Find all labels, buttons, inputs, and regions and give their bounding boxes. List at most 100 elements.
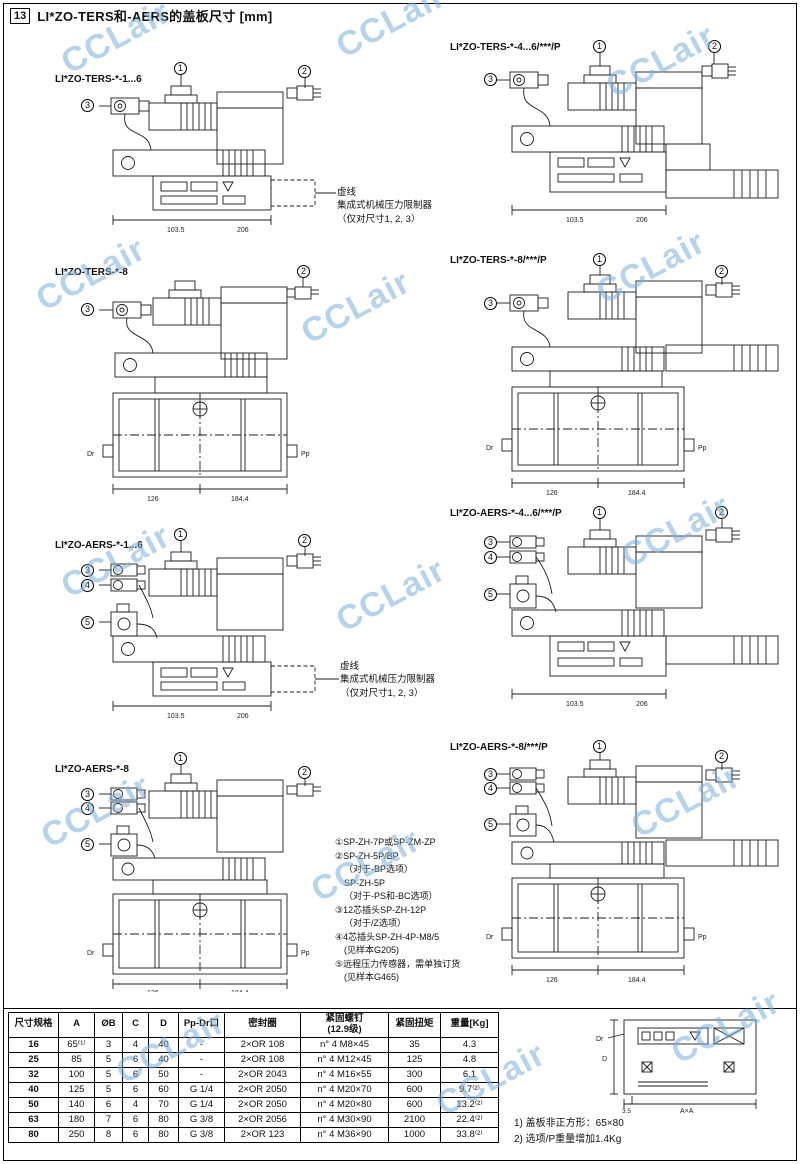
table-cell: 33.8⁽²⁾ bbox=[440, 1126, 499, 1143]
dim-label: 184.4 bbox=[628, 490, 646, 497]
valve-drawing: Dr Pp 126 184.4 bbox=[87, 765, 321, 992]
valve-drawing: 103.5 206 bbox=[99, 75, 336, 234]
column-header: 密封圈 bbox=[224, 1012, 301, 1038]
port-label: Pp bbox=[698, 934, 707, 941]
callout: 5 bbox=[484, 588, 497, 601]
dim-label: 103.5 bbox=[566, 701, 584, 708]
valve-drawing: 103.5 206 bbox=[99, 541, 339, 720]
callout: 3 bbox=[484, 536, 497, 549]
table-cell: 50 bbox=[8, 1096, 59, 1113]
table-cell: - bbox=[178, 1051, 225, 1068]
table-header-row: 尺寸规格 A ØB C D Pp-Dr口 密封圈 紧固螺钉 (12.9级) 紧固… bbox=[8, 1012, 499, 1038]
table-cell: G 1/4 bbox=[178, 1081, 225, 1098]
table-cell: 6 bbox=[122, 1111, 149, 1128]
table-cell: 13.2⁽²⁾ bbox=[440, 1096, 499, 1113]
port-label: Dr bbox=[87, 451, 95, 458]
table-cell: n° 4 M8×45 bbox=[300, 1036, 389, 1053]
table-cell: 80 bbox=[148, 1126, 179, 1143]
callout: 2 bbox=[715, 750, 728, 763]
legend-line: (见样本G465) bbox=[344, 972, 400, 982]
section-divider bbox=[3, 1008, 797, 1009]
table-cell: 5 bbox=[94, 1081, 123, 1098]
legend-line: （对于-BP选项） bbox=[344, 864, 414, 874]
table-cell: 2×OR 108 bbox=[224, 1051, 301, 1068]
port-label: Dr bbox=[486, 934, 494, 941]
diagram-aers-4-6-p: LI*ZO-AERS-*-4...6/***/P bbox=[450, 506, 795, 738]
dashed-line-note: 虚线 集成式机械压力限制器 （仅对尺寸1, 2, 3） bbox=[340, 660, 435, 700]
table-cell: - bbox=[178, 1036, 225, 1053]
dimensions-table: 尺寸规格 A ØB C D Pp-Dr口 密封圈 紧固螺钉 (12.9级) 紧固… bbox=[8, 1012, 499, 1143]
table-cell: 40 bbox=[148, 1051, 179, 1068]
dim-label: 206 bbox=[237, 227, 249, 234]
callout: 5 bbox=[484, 818, 497, 831]
legend-line: ⑤远程压力传感器，需单独订货 bbox=[335, 958, 461, 969]
watermark: CCLair bbox=[330, 0, 452, 66]
diagram-label: LI*ZO-TERS-*-8 bbox=[55, 267, 128, 278]
callout: 5 bbox=[81, 616, 94, 629]
valve-drawing: Dr Pp 126 184.4 bbox=[486, 753, 779, 984]
table-cell: 16 bbox=[8, 1036, 59, 1053]
table-cell: G 3/8 bbox=[178, 1126, 225, 1143]
column-header: 紧固扭矩 bbox=[388, 1012, 441, 1038]
legend-line: （对于-PS和-BC选项） bbox=[344, 891, 438, 901]
port-label: Pp bbox=[301, 451, 310, 458]
table-cell: - bbox=[178, 1066, 225, 1083]
dimensions-table-wrap: 尺寸规格 A ØB C D Pp-Dr口 密封圈 紧固螺钉 (12.9级) 紧固… bbox=[8, 1012, 499, 1143]
table-cell: n° 4 M12×45 bbox=[300, 1051, 389, 1068]
table-cell: n° 4 M16×55 bbox=[300, 1066, 389, 1083]
dim-label: 126 bbox=[546, 977, 558, 984]
note-line: （仅对尺寸1, 2, 3） bbox=[337, 213, 421, 225]
table-cell: 4.8 bbox=[440, 1051, 499, 1068]
legend-line: ②SP-ZH-5P/BP bbox=[335, 850, 399, 861]
callout: 3 bbox=[81, 564, 94, 577]
diagram-label: LI*ZO-AERS-*-4...6/***/P bbox=[450, 508, 562, 519]
diagram-ters-8-p: LI*ZO-TERS-*-8/***/P bbox=[450, 253, 795, 505]
column-header: ØB bbox=[94, 1012, 123, 1038]
table-cell: 6 bbox=[122, 1126, 149, 1143]
valve-drawing: 103.5 206 bbox=[497, 519, 779, 708]
callout: 5 bbox=[81, 838, 94, 851]
footnote-1: 1) 盖板非正方形：65×80 bbox=[514, 1118, 624, 1129]
table-cell: 180 bbox=[58, 1111, 95, 1128]
dim-label: D bbox=[602, 1056, 607, 1063]
table-cell: 25 bbox=[8, 1051, 59, 1068]
dim-label: 184.4 bbox=[231, 496, 249, 503]
dim-label: 103.5 bbox=[167, 713, 185, 720]
table-cell: 85 bbox=[58, 1051, 95, 1068]
port-label: Dr bbox=[486, 445, 494, 452]
table-cell: 60 bbox=[148, 1081, 179, 1098]
dim-label: 3.5 bbox=[622, 1108, 631, 1114]
callout: 2 bbox=[715, 506, 728, 519]
dashed-line-note: 虚线 集成式机械压力限制器 （仅对尺寸1, 2, 3） bbox=[337, 186, 432, 226]
dim-label: 184.4 bbox=[231, 990, 249, 992]
diagram-aers-8: LI*ZO-AERS-*-8 bbox=[55, 752, 340, 992]
table-cell: n° 4 M30×90 bbox=[300, 1111, 389, 1128]
diagram-label: LI*ZO-TERS-*-8/***/P bbox=[450, 255, 547, 266]
column-header: C bbox=[122, 1012, 149, 1038]
callout: 1 bbox=[593, 253, 606, 266]
callout: 4 bbox=[81, 802, 94, 815]
table-cell: 5 bbox=[94, 1066, 123, 1083]
table-cell: 300 bbox=[388, 1066, 441, 1083]
table-cell: 80 bbox=[8, 1126, 59, 1143]
legend-line: SP-ZH-5P bbox=[344, 877, 386, 888]
table-cell: 9.7⁽²⁾ bbox=[440, 1081, 499, 1098]
note-line: 集成式机械压力限制器 bbox=[337, 200, 433, 212]
note-line: 集成式机械压力限制器 bbox=[340, 674, 436, 686]
callout: 2 bbox=[708, 40, 721, 53]
page-title: LI*ZO-TERS和-AERS的盖板尺寸 [mm] bbox=[37, 9, 273, 24]
table-cell: 63 bbox=[8, 1111, 59, 1128]
table-cell: 4.3 bbox=[440, 1036, 499, 1053]
valve-drawing: 103.5 206 bbox=[497, 53, 779, 224]
port-label: Pp bbox=[301, 950, 310, 957]
column-header: Pp-Dr口 bbox=[178, 1012, 225, 1038]
dim-label: A×A bbox=[680, 1108, 694, 1114]
table-cell: 250 bbox=[58, 1126, 95, 1143]
diagram-label: LI*ZO-TERS-*-4...6/***/P bbox=[450, 42, 561, 53]
column-header: 尺寸规格 bbox=[8, 1012, 59, 1038]
diagram-aers-8-p: LI*ZO-AERS-*-8/***/P bbox=[450, 740, 795, 988]
